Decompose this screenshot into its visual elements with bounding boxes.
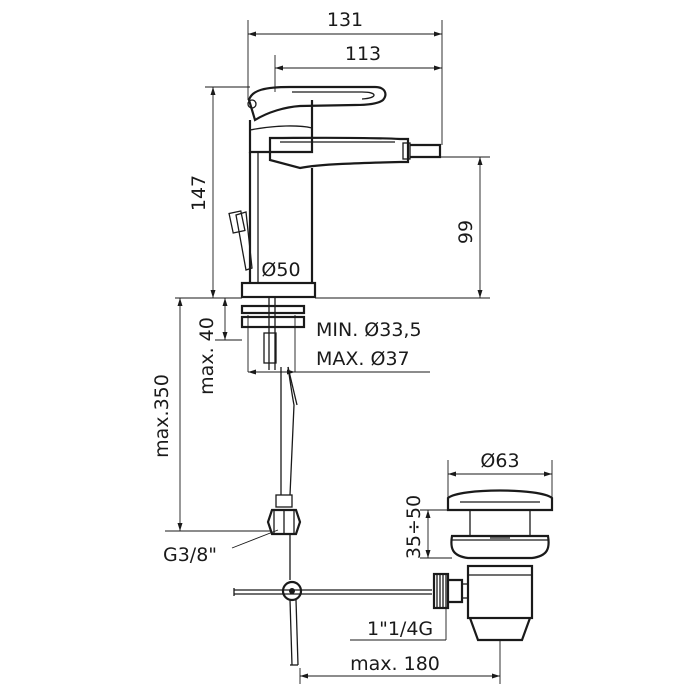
dim-total-height: 147	[188, 175, 210, 211]
dim-hole-max: MAX. Ø37	[316, 348, 410, 370]
waste-linkage	[233, 580, 432, 666]
dim-hose-length: max.350	[151, 374, 173, 458]
dimension-lines	[165, 20, 553, 684]
dim-drain-cap-diameter: Ø63	[480, 450, 519, 472]
dim-body-diameter: Ø50	[261, 259, 300, 281]
dim-drain-adjust: 35÷50	[403, 495, 425, 559]
dim-overall-width: 131	[327, 9, 363, 31]
dim-spout-height: 99	[455, 220, 477, 244]
dimension-labels: 131 113 147 99 Ø50 MIN. Ø33,5 MAX. Ø37 m…	[151, 9, 520, 675]
dim-drain-reach: max. 180	[350, 653, 440, 675]
dim-hole-min: MIN. Ø33,5	[316, 319, 422, 341]
dim-drain-thread: 1"1/4G	[367, 618, 433, 640]
dim-deck-thickness: max. 40	[196, 317, 218, 395]
dim-hose-thread: G3/8"	[163, 544, 217, 566]
dim-spout-reach: 113	[345, 43, 381, 65]
pop-up-drain	[432, 489, 554, 642]
